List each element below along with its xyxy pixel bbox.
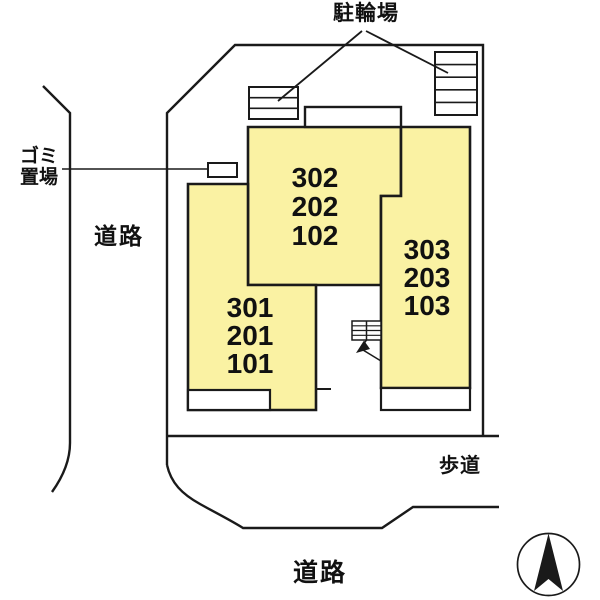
site-boundary bbox=[165, 43, 485, 465]
unit-301: 301 bbox=[226, 292, 274, 323]
road-curb-bottom bbox=[165, 464, 499, 530]
unit-302: 302 bbox=[291, 162, 339, 193]
road-curb-left bbox=[42, 85, 72, 493]
unit-numbers-right: 303 203 103 bbox=[377, 236, 477, 320]
road-bottom-label: 道路 bbox=[292, 559, 347, 587]
stairs-icon bbox=[351, 320, 382, 362]
unit-numbers-left: 301 201 101 bbox=[200, 294, 300, 378]
bicycle-rack-left bbox=[248, 86, 299, 120]
sidewalk-label: 歩道 bbox=[439, 455, 481, 477]
balcony-right bbox=[379, 386, 472, 412]
unit-202: 202 bbox=[291, 191, 339, 222]
unit-203: 203 bbox=[403, 262, 451, 293]
balcony-left bbox=[186, 388, 272, 412]
unit-101: 101 bbox=[226, 348, 274, 379]
bicycle-pointer-right bbox=[365, 30, 449, 74]
unit-201: 201 bbox=[226, 320, 274, 351]
unit-103: 103 bbox=[403, 290, 451, 321]
compass-north-icon bbox=[516, 532, 581, 597]
unit-numbers-center: 302 202 102 bbox=[265, 163, 365, 250]
garbage-box bbox=[207, 162, 238, 178]
bicycle-parking-label: 駐輪場 bbox=[333, 2, 399, 25]
entrance-porch bbox=[303, 105, 403, 129]
bicycle-rack-right bbox=[434, 51, 478, 116]
bicycle-pointer-left bbox=[277, 30, 363, 102]
road-left-label: 道路 bbox=[94, 223, 144, 249]
unit-102: 102 bbox=[291, 220, 339, 251]
garbage-area-label: ゴミ 置場 bbox=[19, 146, 58, 188]
unit-303: 303 bbox=[403, 234, 451, 265]
